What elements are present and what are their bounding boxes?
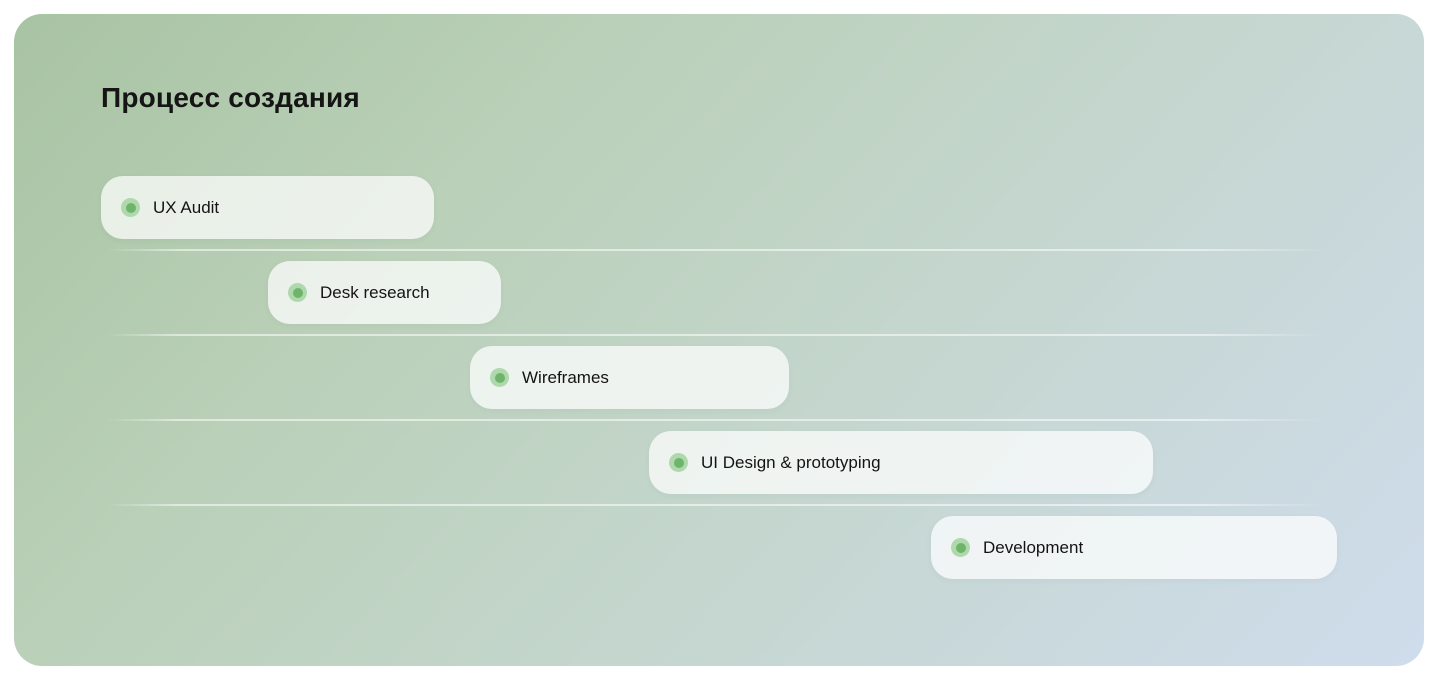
- row-divider: [106, 249, 1324, 251]
- status-dot-core: [292, 287, 303, 298]
- process-step-label: Development: [983, 537, 1084, 557]
- process-step-label: Desk research: [320, 282, 430, 302]
- process-step-label: Wireframes: [522, 367, 609, 387]
- status-dot-core: [125, 202, 136, 213]
- page-title: Процесс создания: [101, 82, 360, 113]
- status-dot-core: [494, 372, 505, 383]
- status-dot-icon: [490, 368, 509, 387]
- process-step-ux-audit: UX Audit: [101, 176, 434, 239]
- process-step-label: UX Audit: [153, 197, 220, 217]
- status-dot-icon: [669, 453, 688, 472]
- process-step-desk-research: Desk research: [268, 261, 501, 324]
- status-dot-core: [955, 542, 966, 553]
- process-step-ui-design-prototyping: UI Design & prototyping: [649, 431, 1153, 494]
- process-step-label: UI Design & prototyping: [701, 452, 881, 472]
- row-divider: [106, 419, 1324, 421]
- process-canvas: Процесс создания UX Audit Desk research …: [14, 14, 1424, 666]
- status-dot-icon: [951, 538, 970, 557]
- status-dot-core: [673, 457, 684, 468]
- status-dot-icon: [121, 198, 140, 217]
- row-divider: [106, 334, 1324, 336]
- status-dot-icon: [288, 283, 307, 302]
- process-step-development: Development: [931, 516, 1337, 579]
- row-divider: [106, 504, 1324, 506]
- process-step-wireframes: Wireframes: [470, 346, 789, 409]
